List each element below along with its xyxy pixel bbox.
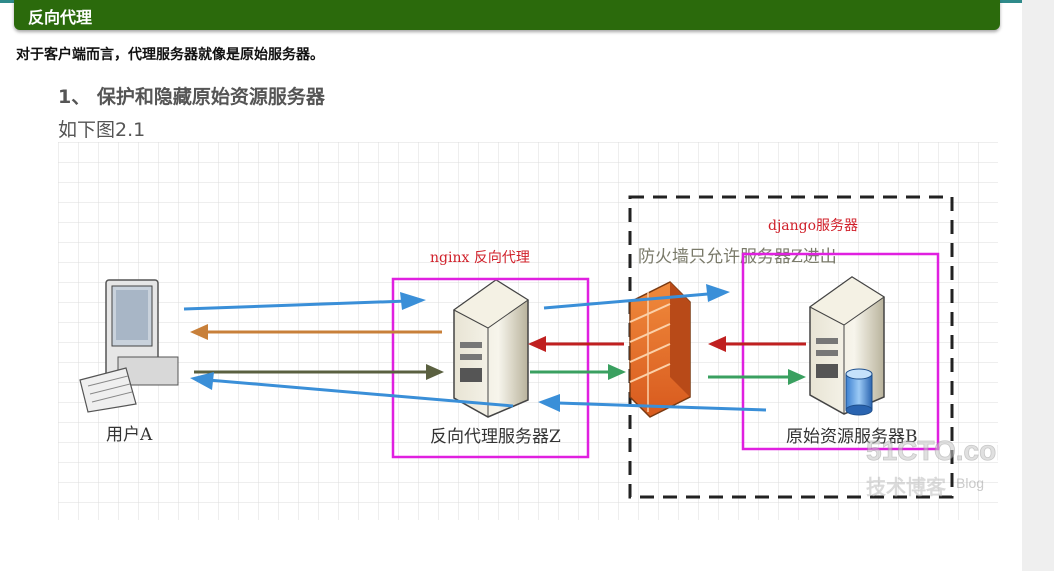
reverse-proxy-diagram: 用户A 反向代理服务器Z nginx 反向代理 防火墙只允许服务器Z进出 原始资…: [58, 142, 998, 520]
watermark: 51CTO.com 技术博客 Blog: [866, 435, 998, 499]
response-arrowhead-proxy-to-user: [190, 372, 214, 390]
scrollbar[interactable]: [1022, 0, 1054, 571]
server-database-icon: [809, 276, 885, 416]
response-arrowhead-origin-to-proxy: [538, 394, 560, 412]
figure-caption: 如下图2.1: [58, 119, 146, 141]
django-annotation-label: django服务器: [768, 218, 858, 234]
origin-label: 原始资源服务器B: [786, 427, 918, 447]
response-arrowhead-red-origin: [708, 336, 726, 352]
watermark-blog: Blog: [956, 475, 984, 491]
list-item-heading: 1、 保护和隐藏原始资源服务器: [58, 86, 325, 108]
request-arrowhead-green: [608, 364, 626, 380]
request-arrow-user-to-proxy: [183, 299, 409, 311]
response-arrow-origin-to-proxy: [557, 401, 767, 412]
firewall-label: 防火墙只允许服务器Z进出: [638, 247, 837, 267]
request-arrowhead-green-origin: [788, 369, 806, 385]
django-annotation-box: [741, 252, 940, 451]
nginx-annotation-label: nginx 反向代理: [430, 250, 530, 266]
section-header: 反向代理: [14, 0, 1000, 30]
request-arrowhead-proxy-to-origin: [706, 284, 730, 302]
nginx-annotation-box: [391, 277, 590, 459]
request-arrow-proxy-to-origin: [543, 292, 709, 310]
server-icon: [453, 279, 529, 418]
user-label: 用户A: [106, 425, 153, 445]
request-arrowhead-user-to-proxy: [400, 292, 426, 310]
response-arrowhead-orange: [190, 324, 208, 340]
computer-icon: [79, 279, 179, 413]
firewall-icon: [629, 281, 691, 418]
response-arrowhead-red: [528, 336, 546, 352]
watermark-site: 51CTO.com: [866, 435, 998, 466]
watermark-sub: 技术博客: [866, 475, 947, 499]
proxy-label: 反向代理服务器Z: [430, 427, 561, 447]
section-title: 反向代理: [28, 8, 93, 27]
intro-text: 对于客户端而言，代理服务器就像是原始服务器。: [16, 47, 324, 63]
response-arrow-proxy-to-user: [207, 378, 514, 408]
request-arrowhead-olive: [426, 364, 444, 380]
